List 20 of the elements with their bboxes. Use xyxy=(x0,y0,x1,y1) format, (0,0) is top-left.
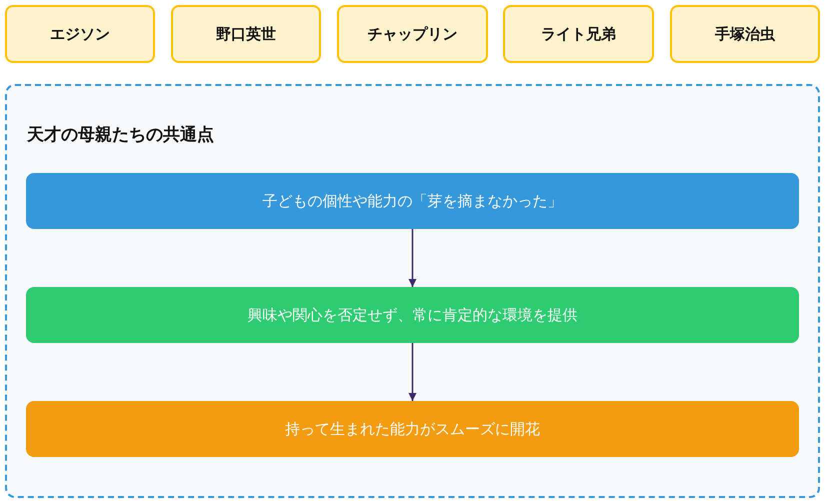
person-name: 手塚治虫 xyxy=(715,24,775,44)
process-box xyxy=(26,401,799,457)
step-text: 子どもの個性や能力の「芽を摘まなかった」 xyxy=(262,192,562,210)
arrow xyxy=(408,229,416,287)
name-card xyxy=(670,5,820,63)
dashed-panel xyxy=(5,84,820,498)
person-name: エジソン xyxy=(50,24,110,44)
process-box xyxy=(26,173,799,229)
panel-heading: 天才の母親たちの共通点 xyxy=(27,124,214,147)
step-text: 持って生まれた能力がスムーズに開花 xyxy=(285,420,540,438)
person-name: 野口英世 xyxy=(216,24,276,44)
name-card xyxy=(171,5,321,63)
person-name: ライト兄弟 xyxy=(541,24,616,44)
process-box xyxy=(26,287,799,343)
name-card xyxy=(337,5,488,63)
name-card xyxy=(503,5,654,63)
name-card xyxy=(5,5,155,63)
person-name: チャップリン xyxy=(368,24,458,44)
step-text: 興味や関心を否定せず、常に肯定的な環境を提供 xyxy=(248,306,578,324)
arrow xyxy=(408,343,416,401)
